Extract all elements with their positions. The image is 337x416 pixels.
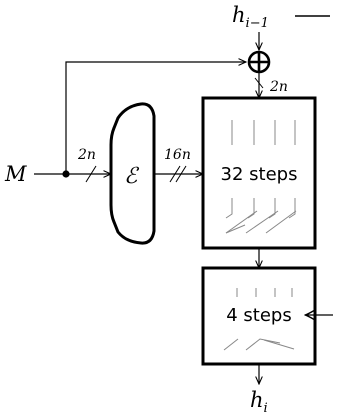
h-prev-label: hi−1 xyxy=(232,3,269,31)
right-input-tip xyxy=(304,309,316,321)
encoder-label: ℰ xyxy=(124,164,140,189)
xor-icon xyxy=(247,50,271,74)
h-out-label: hi xyxy=(250,388,268,416)
split-dot xyxy=(62,170,70,178)
steps-block-4-label: 4 steps xyxy=(226,305,292,326)
steps-block-32-label: 32 steps xyxy=(221,164,298,185)
width-label-left: 2n xyxy=(77,147,96,163)
width-mark-top xyxy=(254,77,264,89)
steps-block-4-inner-marks xyxy=(223,288,295,351)
width-label-top: 2n xyxy=(269,79,288,95)
message-label: M xyxy=(4,162,27,186)
steps-block-32-inner-marks xyxy=(225,120,297,234)
width-label-mid: 16n xyxy=(164,147,191,163)
feed-forward-line xyxy=(65,62,246,174)
width-mark-mid-1 xyxy=(169,165,181,183)
width-mark-mid-2 xyxy=(175,165,187,183)
steps-block-32 xyxy=(201,96,317,250)
width-mark-left xyxy=(85,165,97,183)
encoder-shape xyxy=(109,102,156,245)
